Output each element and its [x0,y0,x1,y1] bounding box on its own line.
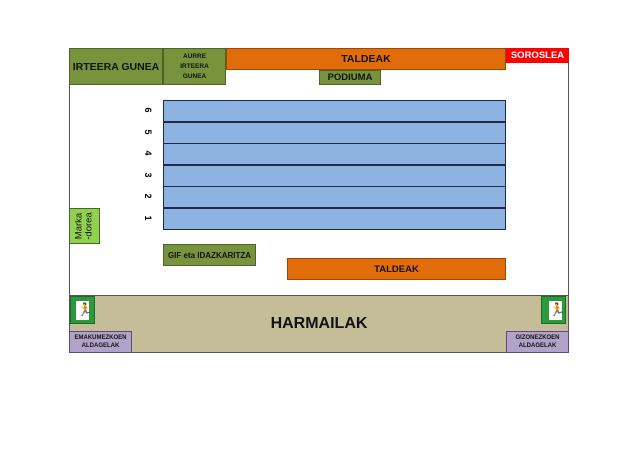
scoreboard: Marka-dorea [69,208,100,244]
lane-5 [163,121,506,144]
pre-exit-zone: AURRE IRTEERA GUNEA [163,48,226,85]
mens-changing-rooms: GIZONEZKOEN ALDAGELAK [506,331,569,353]
lane-number: 2 [143,193,153,199]
lane-number: 3 [143,172,153,178]
lane-1 [163,207,506,230]
lane-3 [163,164,506,187]
teams-zone-bottom: TALDEAK [287,258,506,280]
emergency-exit-icon: 🏃 [70,296,95,324]
lane-number: 4 [143,150,153,156]
lane-number: 5 [143,129,153,135]
lane-2 [163,186,506,208]
scoreboard-label: Marka-dorea [73,212,95,240]
stands: HARMAILAK [69,295,569,353]
podium: PODIUMA [319,70,381,85]
first-aid-zone: SOROSLEA [506,48,569,63]
lane-number: 6 [143,107,153,113]
lane-6 [163,100,506,122]
exit-zone: IRTEERA GUNEA [69,48,163,85]
teams-zone-top: TALDEAK [226,48,506,70]
emergency-exit-icon: 🏃 [541,296,566,324]
lane-4 [163,143,506,165]
lane-number: 1 [143,215,153,221]
womens-changing-rooms: EMAKUMEZKOEN ALDAGELAK [69,331,132,353]
judges-secretariat: GIF eta IDAZKARITZA [163,244,256,266]
